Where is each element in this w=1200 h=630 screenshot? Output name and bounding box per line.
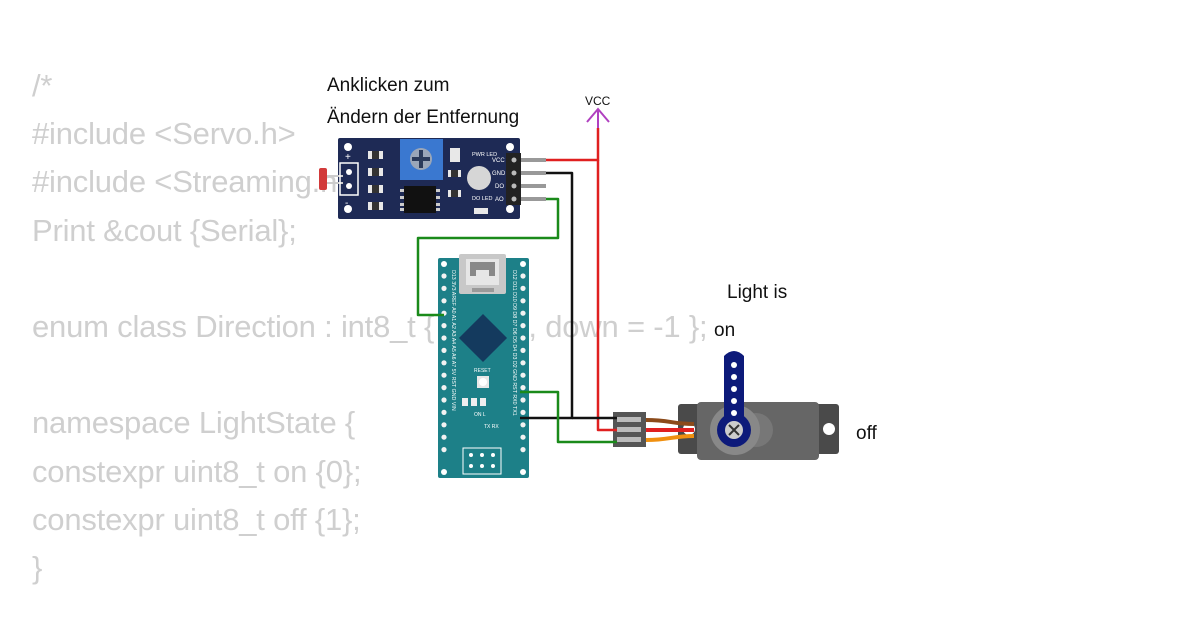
pin-hole [520,447,526,453]
pin-hole [441,273,447,279]
plus-label: + [345,152,351,163]
vcc-marker [586,107,610,130]
light-off-label: off [856,423,877,444]
potentiometer[interactable] [400,139,443,180]
light-sensor-module[interactable]: + - PWR LED DO LED [319,138,546,219]
pin-hole [520,422,526,428]
pin-vcc-label: VCC [492,158,505,164]
click-instruction-line2: Ändern der Entfernung [327,107,520,128]
pin-gnd-label: GND [492,171,506,177]
pin-hole [520,385,526,391]
pin-hole [520,323,526,329]
servo-motor[interactable] [678,351,839,460]
light-on-label: on [714,320,736,341]
wire-vcc [546,128,600,162]
pin-hole [441,335,447,341]
right-pin-labels: D12 D11 D10 D9 D8 D7 D6 D5 D4 D3 D2 GND … [511,270,517,416]
pin-hole [441,447,447,453]
pin-hole [441,434,447,440]
pin-hole [441,409,447,415]
pin-hole [441,372,447,378]
wire-servo-signal [520,390,617,444]
pin-hole [520,335,526,341]
pin-hole [441,298,447,304]
reset-label: RESET [474,368,491,374]
pin-hole [520,347,526,353]
pin-hole [520,285,526,291]
on-led-label: ON L [474,412,486,418]
pin-hole [441,347,447,353]
do-led-label: DO LED [472,196,493,202]
code-line: constexpr uint8_t on {0}; [32,453,362,489]
code-line: #include <Servo.h> [32,116,296,152]
pin-hole [520,397,526,403]
arduino-nano[interactable]: RESET ON L TX RX D13 3V3 AREF A0 A1 A2 A… [438,254,529,478]
pin-hole [441,360,447,366]
vcc-label: VCC [585,94,611,108]
wire-vcc-servo [596,160,617,432]
pwr-led-label: PWR LED [472,152,497,158]
servo-connector [613,412,646,447]
pin-hole [520,310,526,316]
minus-label: - [345,198,348,209]
left-pin-labels: D13 3V3 AREF A0 A1 A2 A3 A4 A5 A6 A7 5V … [450,270,456,411]
pin-hole [520,298,526,304]
wires [416,128,617,444]
nano-pins-left [441,273,447,453]
pin-hole [441,285,447,291]
servo-horn [717,351,751,447]
light-is-label: Light is [727,282,788,303]
code-line: Print &cout {Serial}; [32,212,297,248]
pin-do-label: DO [495,184,504,190]
pin-hole [520,372,526,378]
pin-hole [520,434,526,440]
photoresistor [319,168,343,190]
usb-connector [459,254,506,294]
nano-pins-right [520,273,526,453]
pin-hole [441,397,447,403]
pin-hole [520,273,526,279]
click-instruction-line1: Anklicken zum [327,75,450,96]
wire-gnd [520,171,574,420]
pin-hole [441,422,447,428]
code-line: constexpr uint8_t off {1}; [32,501,361,537]
pin-hole [441,385,447,391]
pin-hole [441,323,447,329]
code-line: } [32,549,43,585]
code-line: namespace LightState { [32,405,356,441]
pin-hole [520,360,526,366]
txrx-label: TX RX [484,424,499,430]
wire-ao [416,197,560,317]
pin-hole [520,409,526,415]
code-line: /* [32,68,53,103]
pin-ao-label: AO [495,197,504,203]
